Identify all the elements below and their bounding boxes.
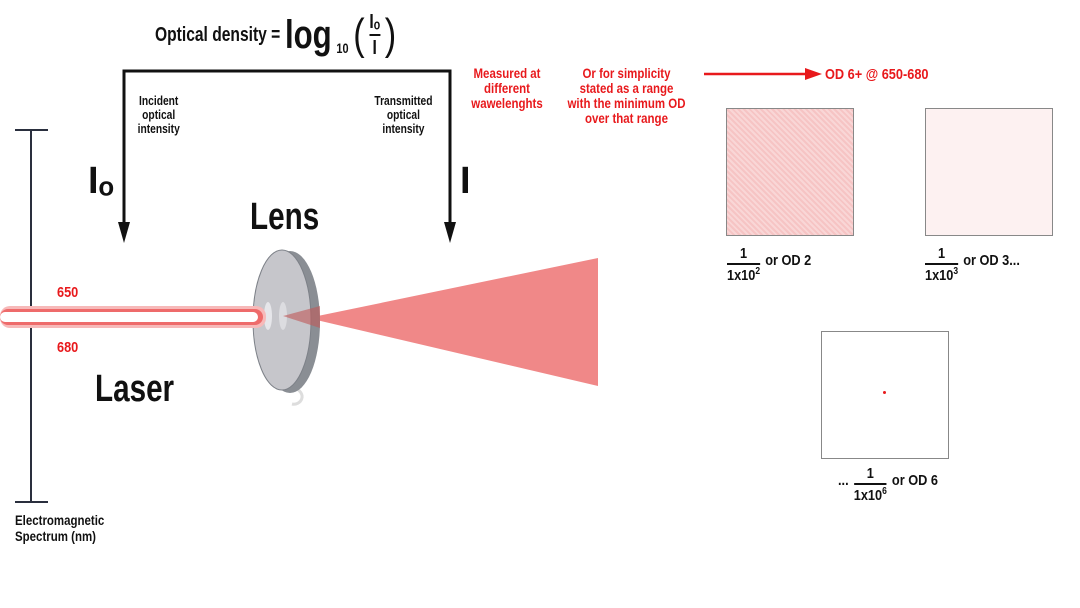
od3-exponent: 3 (953, 266, 959, 277)
incident-label: Incident optical intensity (138, 94, 180, 136)
arrow-down-icon (118, 222, 130, 243)
lens-icon (252, 249, 320, 406)
od6-label: ... 1 1x106 or OD 6 (838, 466, 938, 503)
od6-denominator: 1x10 (853, 487, 883, 504)
lens-label: Lens (250, 196, 320, 238)
axis-label: Electromagnetic Spectrum (nm) (15, 512, 105, 544)
od3-sample-square (925, 108, 1053, 236)
od6-exponent: 6 (882, 486, 887, 497)
od6-prefix: ... (838, 472, 849, 489)
formula-numerator: Iₒ (369, 11, 381, 33)
od3-text: or OD 3... (963, 252, 1020, 269)
formula-fraction: Iₒ I (369, 11, 381, 59)
od6-text: or OD 6 (891, 472, 938, 489)
optical-density-formula: Optical density = log 10 ( Iₒ I ) (155, 12, 396, 58)
od3-numerator: 1 (938, 245, 946, 262)
formula-log: log (284, 13, 332, 57)
od2-label: 1 1x102 or OD 2 (727, 246, 811, 283)
fraction-bar (369, 34, 381, 36)
paren-open: ( (353, 10, 365, 59)
od2-text: or OD 2 (765, 252, 812, 269)
od2-sample-square (726, 108, 854, 236)
incident-text: Incident optical intensity (137, 94, 180, 136)
arrow-right-icon (805, 68, 822, 80)
arrow-down-icon (444, 222, 456, 243)
transmitted-symbol: I (460, 160, 471, 202)
wavelength-650: 650 (57, 284, 79, 301)
od6-sample-square (821, 331, 949, 459)
wavelength-680: 680 (57, 339, 79, 356)
transmitted-dot (883, 391, 886, 394)
od3-label: 1 1x103 or OD 3... (925, 246, 1020, 283)
formula-label: Optical density = (155, 23, 281, 46)
transmitted-label: Transmitted optical intensity (374, 94, 432, 136)
measured-annotation: Measured at different wawelenghts (471, 65, 543, 111)
od3-denominator: 1x10 (925, 267, 954, 284)
simplicity-annotation: Or for simplicity stated as a range with… (567, 65, 686, 126)
paren-close: ) (384, 10, 397, 59)
incident-symbol: Iₒ (88, 160, 115, 202)
od2-numerator: 1 (740, 245, 748, 262)
od2-denominator: 1x10 (727, 267, 756, 284)
transmitted-text: Transmitted optical intensity (374, 94, 433, 136)
laser-beam (0, 306, 266, 328)
formula-denominator: I (372, 37, 377, 59)
od2-exponent: 2 (755, 266, 761, 277)
laser-label: Laser (95, 368, 175, 410)
formula-base: 10 (336, 40, 349, 56)
od-range-result: OD 6+ @ 650-680 (825, 66, 929, 83)
od6-numerator: 1 (866, 465, 874, 482)
